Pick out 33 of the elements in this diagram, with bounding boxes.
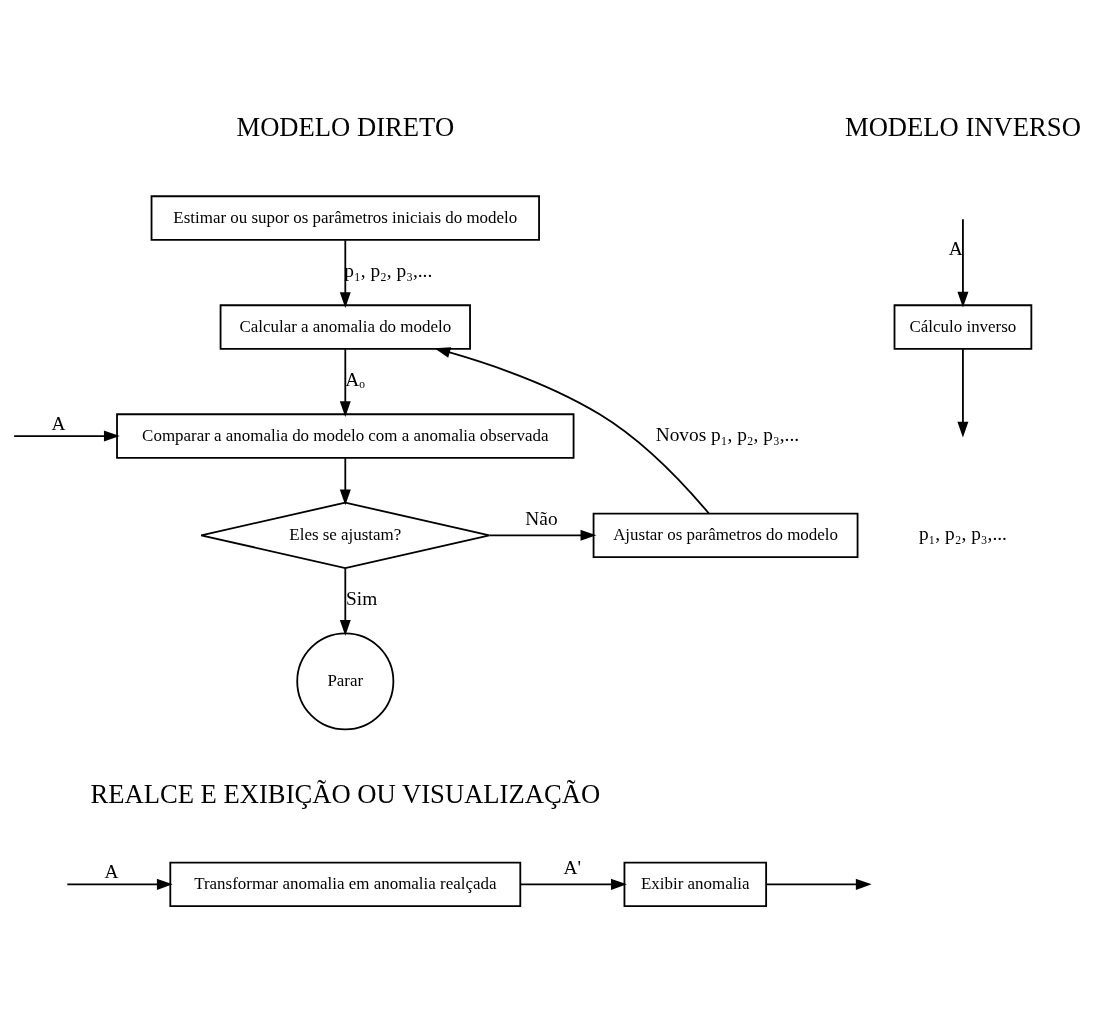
arrow	[339, 348, 351, 417]
arrow	[13, 430, 120, 442]
edge-label: Novos p₁, p₂, p₃,...	[655, 423, 800, 445]
arrow	[765, 878, 872, 890]
label: MODELO DIRETO	[236, 112, 455, 143]
node-box: Cálculo inverso	[893, 304, 1033, 350]
arrow	[488, 529, 597, 541]
node-box: Calcular a anomalia do modelo	[219, 304, 471, 350]
node-box: Exibir anomalia	[623, 861, 768, 908]
arrow	[339, 239, 351, 308]
edge-label: Não	[525, 508, 558, 530]
label: MODELO INVERSO	[844, 112, 1081, 143]
arrow	[339, 457, 351, 506]
arrow	[339, 567, 351, 636]
edge-label: Sim	[346, 588, 378, 610]
arrow	[66, 878, 173, 890]
node-box: Ajustar os parâmetros do modelo	[592, 512, 859, 559]
node-box: Transformar anomalia em anomalia realçada	[169, 861, 522, 908]
label: p₁, p₂, p₃,...	[918, 522, 1007, 544]
edge-label: A	[51, 412, 66, 434]
node-circle: Parar	[296, 632, 395, 731]
edge-label: A'	[563, 857, 582, 879]
edge-label: A	[104, 861, 119, 883]
edge-label: Aₒ	[345, 369, 365, 391]
arrow	[519, 878, 627, 890]
arrow	[957, 348, 969, 438]
label: REALCE E EXIBIÇÃO OU VISUALIZAÇÃO	[90, 778, 601, 809]
node-diamond: Eles se ajustam?	[200, 501, 491, 569]
node-box: Estimar ou supor os parâmetros iniciais do modelo	[150, 195, 540, 241]
arrow	[957, 218, 969, 308]
edge-label: A	[948, 238, 963, 260]
node-box: Comparar a anomalia do modelo com a anomalia observada	[116, 413, 575, 459]
arrow	[434, 347, 710, 515]
